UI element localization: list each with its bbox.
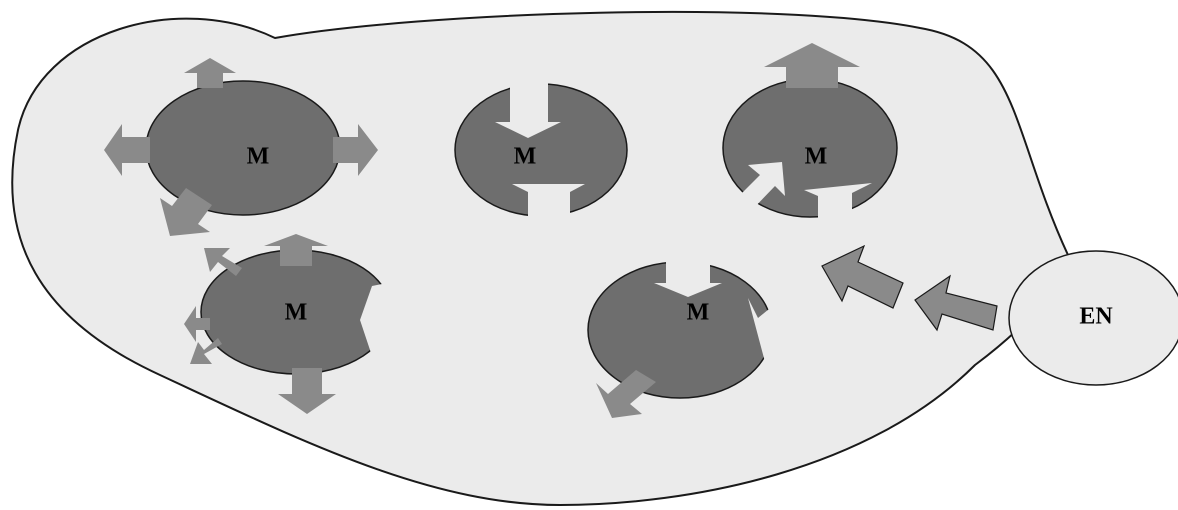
m3-notch-bottom-left	[735, 162, 785, 212]
m5-group: M	[587, 256, 780, 418]
m4-arrow-left	[184, 306, 210, 342]
m5-notch-right	[748, 298, 780, 365]
m1-arrow-up	[184, 58, 236, 88]
m4-arrow-up	[264, 234, 328, 266]
m1-group: M	[104, 58, 378, 236]
m1-arrow-down-left	[160, 188, 212, 236]
m4-label: M	[285, 300, 308, 326]
m2-group: M	[454, 80, 628, 222]
m4-arrow-up-left	[204, 248, 242, 276]
m3-notch-bottom-right	[804, 183, 872, 222]
en-label: EN	[1079, 304, 1113, 330]
m4-arrow-down-left	[190, 338, 222, 364]
m1-arrow-right	[333, 124, 378, 176]
en-circle	[1008, 250, 1178, 386]
en-arrow-outer	[914, 274, 998, 332]
m2-notch-top	[495, 80, 561, 138]
m2-notch-bottom	[512, 184, 585, 222]
m1-arrow-left	[104, 124, 150, 176]
m5-arrow-down-left	[596, 370, 656, 418]
m5-notch-top	[654, 256, 722, 297]
m2-label: M	[514, 144, 537, 170]
m3-arrow-up	[764, 43, 860, 88]
m1-label: M	[247, 144, 270, 170]
m1-circle	[145, 80, 341, 216]
en-group: EN	[1008, 250, 1178, 386]
m4-group: M	[184, 234, 392, 414]
m4-arrow-down	[278, 368, 336, 414]
m3-label: M	[805, 144, 828, 170]
m5-label: M	[687, 300, 710, 326]
m3-group: M	[722, 43, 898, 222]
m4-notch-right	[360, 282, 392, 360]
en-arrow-inner	[821, 244, 904, 309]
